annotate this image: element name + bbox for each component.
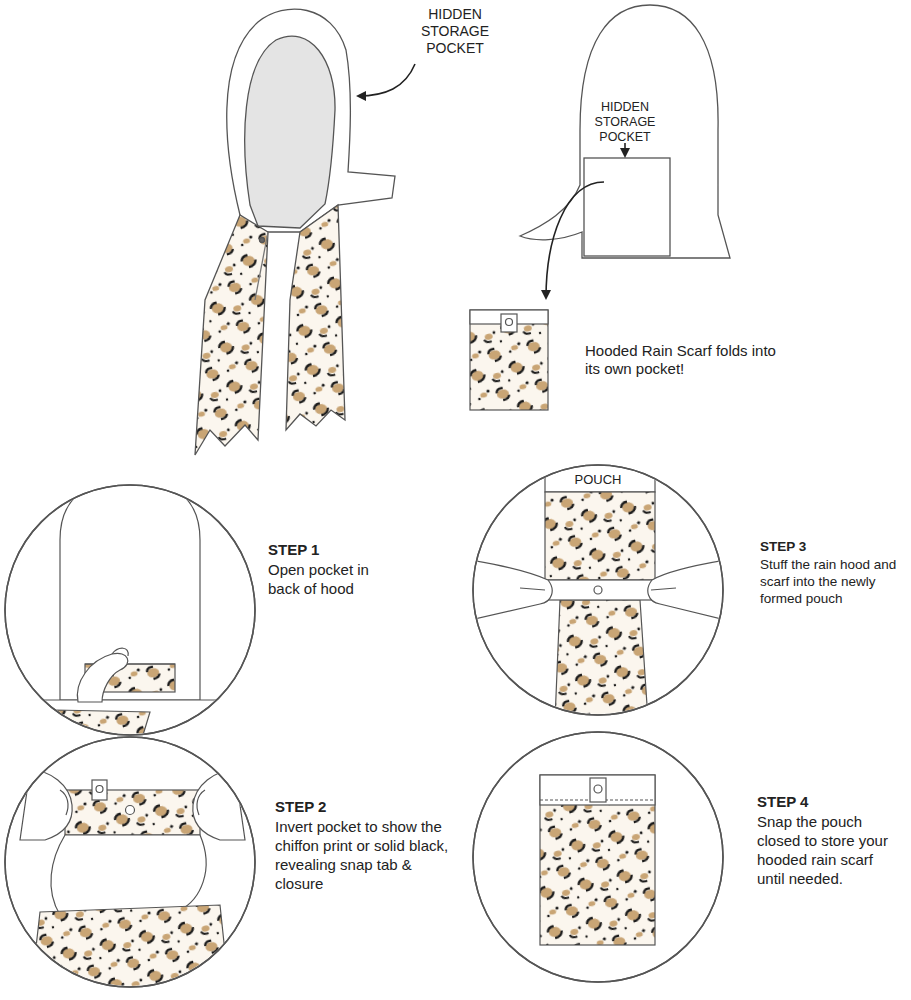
step-illustration: [545, 492, 655, 580]
hood-front: [195, 9, 395, 455]
leader-arrow: [546, 182, 604, 298]
step-text: STEP 3Stuff the rain hood and scarf into…: [760, 538, 908, 607]
folded-pouch: [506, 319, 513, 326]
step-illustration: [10, 480, 250, 770]
step-illustration: [20, 770, 72, 840]
step-illustration: [60, 480, 200, 700]
step-text: STEP 2Invert pocket to show the chiffon …: [275, 797, 455, 893]
step-panel: STEP 4Snap the pouch closed to store you…: [473, 732, 905, 987]
step-panel: STEP 2Invert pocket to show the chiffon …: [5, 737, 460, 992]
step-illustration: [96, 786, 103, 793]
step-illustration: [540, 775, 655, 945]
step-illustration: [540, 775, 655, 805]
hood-front: [286, 205, 345, 430]
step-illustration: [5, 485, 255, 735]
step-illustration: [651, 588, 676, 590]
step-illustration: [5, 480, 255, 770]
callout-label: HIDDEN STORAGE POCKET: [403, 6, 507, 56]
step-illustration: [590, 778, 606, 802]
step-illustration: [470, 560, 552, 620]
step-illustration: [20, 770, 245, 1000]
step-illustration: [193, 770, 245, 840]
part-label: POUCH: [560, 472, 636, 488]
step-illustration: [473, 732, 723, 982]
hood-back: [520, 5, 730, 258]
step-instruction: Snap the pouch closed to store your hood…: [757, 812, 903, 889]
step-illustration: [473, 465, 723, 715]
step-text: STEP 1Open pocket in back of hood: [268, 540, 398, 598]
step-illustration: [5, 737, 255, 987]
leader-arrow: [358, 64, 415, 96]
step-illustration: [545, 462, 655, 492]
hood-front: [227, 9, 395, 232]
step-illustration: [60, 790, 68, 815]
hood-back: [584, 158, 670, 256]
step-illustration: [112, 648, 128, 656]
hood-back: [520, 5, 730, 258]
hood-front: [255, 232, 268, 300]
step-illustration: [555, 600, 648, 720]
folded-pouch: [501, 314, 517, 332]
step-illustration: [594, 586, 602, 594]
step-illustration: [540, 580, 660, 600]
step-illustration: [5, 737, 255, 1000]
step-text: STEP 4Snap the pouch closed to store you…: [757, 792, 903, 888]
step-illustration: [473, 732, 723, 982]
step-illustration: [77, 653, 127, 702]
step-illustration: [648, 560, 726, 620]
hood-front: [260, 238, 265, 243]
folded-pouch: [470, 310, 548, 410]
hood-front: [245, 36, 335, 228]
step-illustration: [540, 775, 655, 945]
step-heading: STEP 3: [760, 538, 908, 556]
step-illustration: [65, 790, 200, 835]
step-illustration: [51, 835, 206, 915]
step-heading: STEP 1: [268, 540, 398, 560]
callout-label: HIDDEN STORAGE POCKET: [583, 100, 667, 145]
step-instruction: Invert pocket to show the chiffon print …: [275, 817, 455, 894]
step-illustration: [470, 462, 726, 720]
step-illustration: [197, 790, 205, 815]
step-panel: STEP 1Open pocket in back of hood: [5, 485, 400, 740]
step-illustration: [92, 780, 107, 800]
leader-arrow: [624, 143, 626, 156]
hood-front: [195, 215, 268, 455]
step-instruction: Stuff the rain hood and scarf into the n…: [760, 556, 908, 608]
step-illustration: [473, 732, 723, 982]
step-instruction: Open pocket in back of hood: [268, 560, 398, 598]
folded-pouch: [470, 310, 548, 410]
step-illustration: [30, 905, 230, 1000]
step-illustration: [126, 806, 135, 815]
step-illustration: [594, 785, 602, 793]
step-heading: STEP 2: [275, 797, 455, 817]
step-heading: STEP 4: [757, 792, 903, 812]
step-illustration: [520, 588, 545, 590]
caption-note: Hooded Rain Scarf folds into its own poc…: [585, 342, 780, 378]
step-panel: STEP 3Stuff the rain hood and scarf into…: [473, 465, 910, 720]
step-illustration: [470, 462, 726, 720]
